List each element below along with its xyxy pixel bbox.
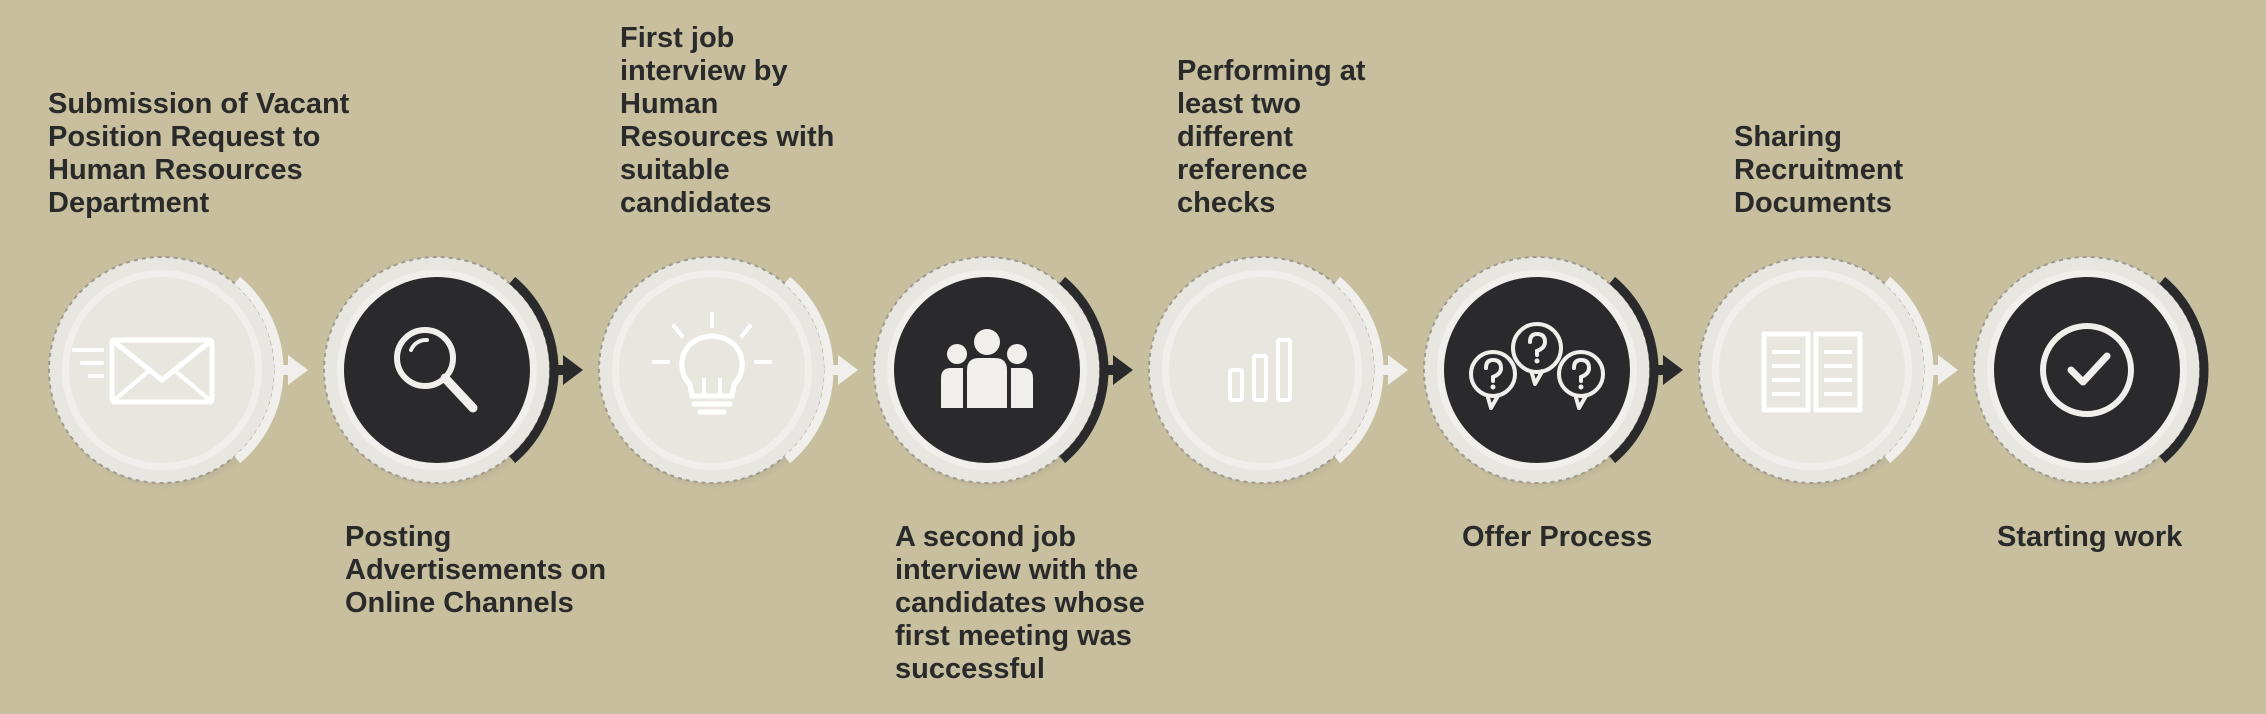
step-4-label: A second job interview with the candidat… (895, 521, 1145, 685)
step-7-label: Sharing Recruitment Documents (1734, 121, 1904, 219)
step-5-label: Performing at least two different refere… (1177, 55, 1366, 219)
inner-disc (1994, 277, 2180, 463)
step-2-label: Posting Advertisements on Online Channel… (345, 521, 607, 619)
inner-disc (1719, 277, 1905, 463)
question-bubbles-icon (1469, 322, 1605, 410)
accent-arc (1334, 276, 1384, 464)
step-4 (873, 256, 1133, 490)
step-8-label: Starting work (1997, 521, 2183, 553)
arrow-head (1663, 355, 1683, 385)
arrow-head (563, 355, 583, 385)
lightbulb-icon (652, 312, 772, 415)
accent-arc (509, 276, 559, 464)
accent-arc (1609, 276, 1659, 464)
accent-arc (1884, 276, 1934, 464)
step-1 (48, 256, 308, 490)
accent-arc (234, 276, 284, 464)
document-icon (1761, 331, 1863, 413)
accent-arc (784, 276, 834, 464)
inner-disc (619, 277, 805, 463)
arrow-head (288, 355, 308, 385)
envelope-icon (72, 337, 215, 405)
step-8 (1973, 256, 2209, 490)
people-icon (941, 329, 1033, 408)
inner-disc (344, 277, 530, 463)
clock-icon (2040, 323, 2134, 417)
arrow-head (1113, 355, 1133, 385)
step-6 (1423, 256, 1683, 490)
step-5 (1148, 256, 1408, 490)
step-3 (598, 256, 858, 490)
arrow-head (1938, 355, 1958, 385)
magnifier-icon (394, 327, 478, 413)
bar-chart-icon (1228, 338, 1292, 402)
arrow-head (1388, 355, 1408, 385)
step-3-label: First job interview by Human Resources w… (620, 22, 835, 219)
accent-arc (1059, 276, 1109, 464)
inner-disc (69, 277, 255, 463)
inner-disc (1169, 277, 1355, 463)
step-6-label: Offer Process (1462, 521, 1653, 553)
step-7 (1698, 256, 1958, 490)
step-1-label: Submission of Vacant Position Request to… (48, 88, 350, 219)
accent-arc (2159, 276, 2209, 464)
arrow-head (838, 355, 858, 385)
step-2 (323, 256, 583, 490)
